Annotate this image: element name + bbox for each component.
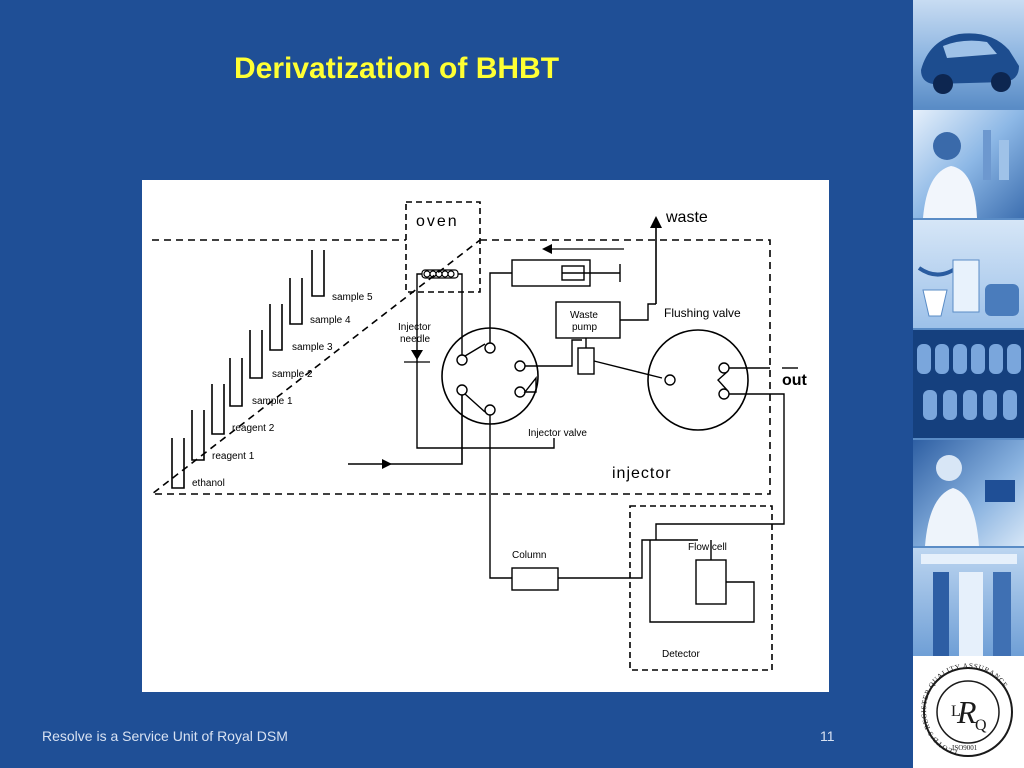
- svg-text:Q: Q: [975, 717, 987, 734]
- injector-needle-tube: [416, 292, 555, 449]
- oven-box: [405, 201, 481, 293]
- vial-label-sample-1: sample 1: [252, 396, 293, 407]
- page-number: 11: [820, 728, 835, 744]
- svg-text:L: L: [951, 703, 961, 720]
- column-label: Column: [512, 550, 546, 561]
- food-products-photo: [913, 220, 1024, 328]
- flow-cell: [695, 559, 727, 605]
- injector-valve-ports: [456, 342, 526, 416]
- syringe: [489, 259, 621, 290]
- flushing-valve-label: Flushing valve: [664, 306, 741, 320]
- flushing-valve: [647, 329, 749, 431]
- injector-needle-label: Injector needle: [398, 322, 434, 345]
- footer-text: Resolve is a Service Unit of Royal DSM: [42, 728, 288, 744]
- lab-equipment-photo: [913, 548, 1024, 656]
- lab-worker-photo: [913, 440, 1024, 546]
- inlet-arrowhead: [382, 459, 392, 469]
- waste-pump-label: Waste pump: [570, 310, 601, 333]
- vial-rack: [171, 250, 325, 489]
- oven-label: oven: [416, 213, 459, 230]
- car-photo: [913, 0, 1024, 108]
- bottles-photo: [913, 330, 1024, 438]
- photo-strip: [913, 0, 1024, 656]
- vial-label-sample-4: sample 4: [310, 315, 351, 326]
- injector-needle-tip: [411, 350, 423, 360]
- vial-label-reagent-2: reagent 2: [232, 423, 275, 434]
- column: [511, 567, 559, 591]
- laboratory-scientist-photo: [913, 110, 1024, 218]
- pump-connector: [577, 347, 595, 375]
- vial-label-sample-2: sample 2: [272, 369, 313, 380]
- vial-label-ethanol: ethanol: [192, 478, 225, 489]
- injector-valve-label: Injector valve: [528, 428, 587, 439]
- vial-label-sample-3: sample 3: [292, 342, 333, 353]
- detector-label: Detector: [662, 649, 700, 660]
- lrqa-iso9001-logo: LLOYD'S REGISTER QUALITY ASSURANCE R L Q…: [913, 656, 1024, 768]
- flow-cell-label: Flow cell: [688, 542, 727, 553]
- vial-label-sample-5: sample 5: [332, 292, 373, 303]
- iso-label: ISO9001: [952, 744, 978, 752]
- out-label: out: [782, 372, 808, 389]
- svg-text:R: R: [956, 694, 977, 730]
- flushing-valve-ports: [664, 362, 730, 400]
- derivatization-diagram: oven sample 5 sample 4 sample 3 sample 2…: [142, 180, 829, 692]
- injector-enclosure: [149, 239, 771, 495]
- inlet-arrow-line: [348, 395, 463, 465]
- oven-heating-coil: [421, 269, 459, 279]
- detector-box: [629, 505, 773, 671]
- waste-label: waste: [665, 209, 708, 226]
- injector-label: injector: [612, 465, 672, 482]
- vial-label-reagent-1: reagent 1: [212, 451, 255, 462]
- slide-title: Derivatization of BHBT: [234, 52, 560, 85]
